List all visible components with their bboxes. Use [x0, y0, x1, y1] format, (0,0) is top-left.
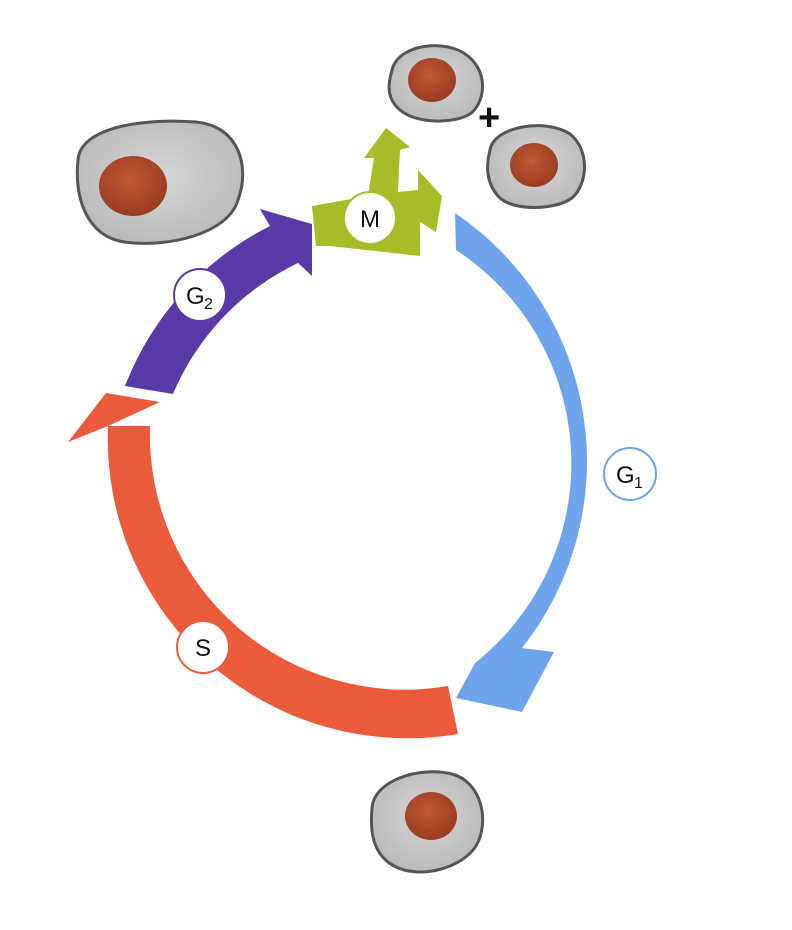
s-phase-arrow: [68, 393, 458, 739]
s-label: S: [176, 620, 230, 674]
large-cell-illustration: [75, 119, 245, 245]
g2-label-sub: 2: [204, 296, 213, 313]
g1-label-main: G: [616, 462, 635, 489]
g2-label-main: G: [186, 283, 205, 310]
daughter-cell-top: [387, 44, 484, 123]
plus-sign: +: [478, 97, 500, 139]
g2-label: G 2: [173, 268, 227, 322]
g1-phase-arrow: [455, 213, 587, 712]
g1-label: G 1: [603, 447, 657, 501]
s-label-main: S: [195, 635, 211, 662]
m-label-main: M: [360, 206, 380, 233]
m-label: M: [343, 191, 397, 245]
cell-bottom: [369, 770, 485, 874]
daughter-cell-right: [486, 124, 586, 209]
g1-label-sub: 1: [634, 475, 643, 492]
